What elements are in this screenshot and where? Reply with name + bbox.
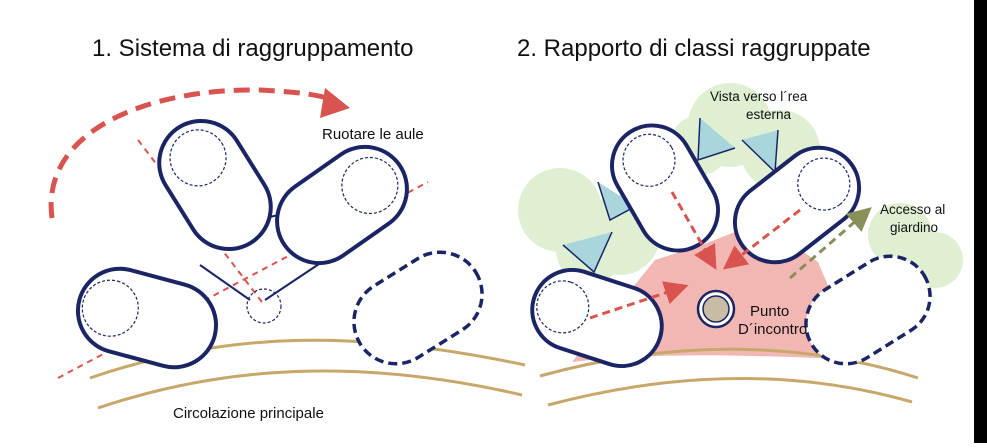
meeting-label-line1: Punto: [750, 303, 789, 320]
view-cone: [697, 117, 736, 162]
circulation-arc-outer: [97, 369, 523, 410]
rotate-arrow: [48, 87, 334, 219]
classroom-pod: [610, 123, 720, 253]
flow-arrow: [589, 281, 689, 320]
view-cone: [597, 181, 637, 222]
garden-label-line2: giardino: [890, 220, 938, 235]
panel2-title: 2. Rapporto di classi raggruppate: [517, 35, 871, 62]
circulation-arc-inner: [539, 347, 919, 380]
view-label-line2: esterna: [746, 107, 792, 122]
panel1-title: 1. Sistema di raggruppamento: [92, 35, 414, 62]
connector-line: [199, 264, 251, 301]
classroom-pod: [75, 266, 219, 370]
meeting-label-line2: D´incontro: [738, 321, 807, 338]
connector-line: [264, 259, 326, 301]
classroom-pod: [530, 267, 664, 369]
classroom-pod-dashed: [352, 250, 484, 366]
classroom-pod: [275, 144, 409, 266]
classroom-pod: [732, 145, 862, 265]
circulation-arc-outer: [547, 376, 913, 407]
edge-strip: [974, 0, 987, 443]
view-label-line1: Vista verso l´rea: [710, 89, 808, 104]
classroom-pod: [157, 118, 273, 252]
circulation-label: Circolazione principale: [173, 405, 324, 422]
hub-circle: [246, 288, 282, 324]
flow-arrow: [722, 208, 801, 270]
rotate-arrow-head: [320, 88, 350, 118]
meeting-point-core: [702, 295, 730, 323]
classroom-pod-dashed: [804, 254, 932, 366]
view-cone: [562, 231, 613, 274]
rotate-label: Ruotare le aule: [322, 126, 424, 143]
garden-label-line1: Accesso al: [880, 202, 945, 217]
flow-arrow: [670, 191, 717, 270]
garden-access-arrow: [789, 207, 872, 280]
